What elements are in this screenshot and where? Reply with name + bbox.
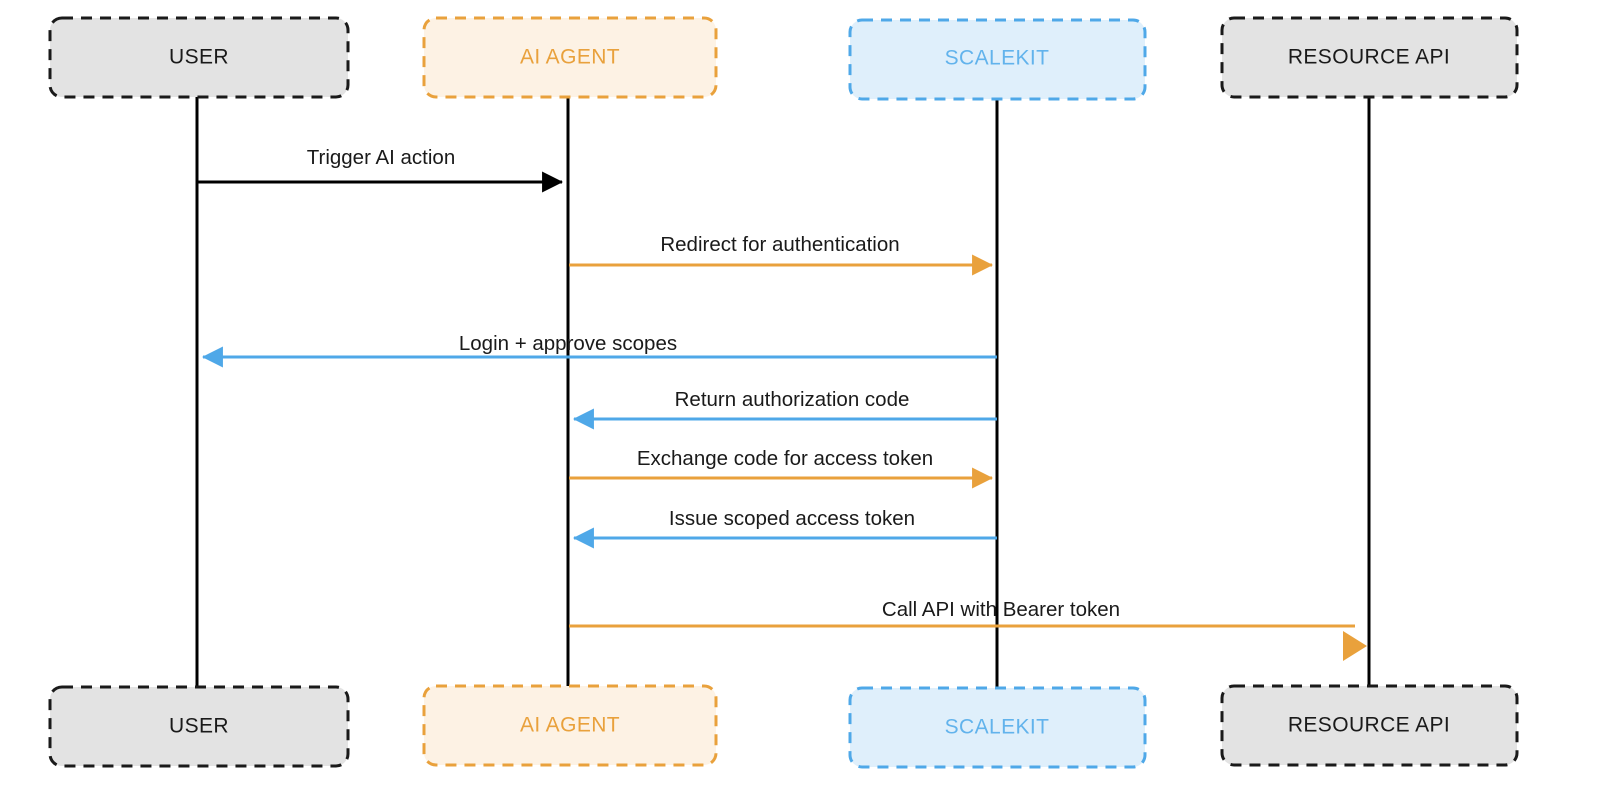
- participant-footer-ai-agent[interactable]: AI AGENT: [422, 684, 718, 767]
- participant-footer-resource-api[interactable]: RESOURCE API: [1220, 684, 1519, 767]
- participant-footer-scalekit[interactable]: SCALEKIT: [848, 686, 1147, 769]
- message-5-exchange-code-for-access-token[interactable]: Exchange code for access token: [569, 447, 994, 489]
- participant-label-ai-agent: AI AGENT: [520, 46, 620, 69]
- participant-label-scalekit-bottom: SCALEKIT: [945, 716, 1050, 739]
- lifelines-layer: [195, 97, 1371, 697]
- message-label-1: Trigger AI action: [307, 146, 456, 169]
- participant-label-user: USER: [169, 46, 229, 69]
- participant-label-ai-agent-bottom: AI AGENT: [520, 714, 620, 737]
- participant-box-ai-agent-bottom[interactable]: [422, 684, 718, 767]
- participant-label-user-bottom: USER: [169, 715, 229, 738]
- participant-label-resource-api: RESOURCE API: [1288, 46, 1450, 69]
- message-label-5: Exchange code for access token: [637, 447, 933, 470]
- message-3-login-approve-scopes[interactable]: Login + approve scopes: [201, 332, 997, 368]
- participant-box-scalekit[interactable]: [848, 18, 1147, 101]
- message-1-trigger-ai-action[interactable]: Trigger AI action: [198, 146, 564, 193]
- participant-box-scalekit-bottom[interactable]: [848, 686, 1147, 769]
- message-label-7: Call API with Bearer token: [882, 598, 1120, 621]
- participant-box-ai-agent[interactable]: [422, 16, 718, 99]
- message-2-redirect-for-authentication[interactable]: Redirect for authentication: [569, 233, 994, 276]
- message-label-2: Redirect for authentication: [660, 233, 899, 256]
- participant-header-resource-api[interactable]: RESOURCE API: [1220, 16, 1519, 99]
- message-arrowhead-7: [1343, 631, 1367, 661]
- message-label-6: Issue scoped access token: [669, 507, 915, 530]
- message-6-issue-scoped-access-token[interactable]: Issue scoped access token: [572, 507, 997, 549]
- participant-header-ai-agent[interactable]: AI AGENT: [422, 16, 718, 99]
- participant-box-user[interactable]: [48, 16, 350, 99]
- participant-label-resource-api-bottom: RESOURCE API: [1288, 714, 1450, 737]
- message-label-4: Return authorization code: [675, 388, 910, 411]
- participant-header-user[interactable]: USER: [48, 16, 350, 99]
- participant-footer-user[interactable]: USER: [48, 685, 350, 768]
- message-label-3: Login + approve scopes: [459, 332, 677, 355]
- participant-box-user-bottom[interactable]: [48, 685, 350, 768]
- participant-label-scalekit: SCALEKIT: [945, 47, 1050, 70]
- message-7-call-api-with-bearer-token[interactable]: Call API with Bearer token: [569, 598, 1367, 661]
- participant-header-scalekit[interactable]: SCALEKIT: [848, 18, 1147, 101]
- message-4-return-authorization-code[interactable]: Return authorization code: [572, 388, 997, 430]
- participant-box-resource-api-bottom[interactable]: [1220, 684, 1519, 767]
- participant-box-resource-api[interactable]: [1220, 16, 1519, 99]
